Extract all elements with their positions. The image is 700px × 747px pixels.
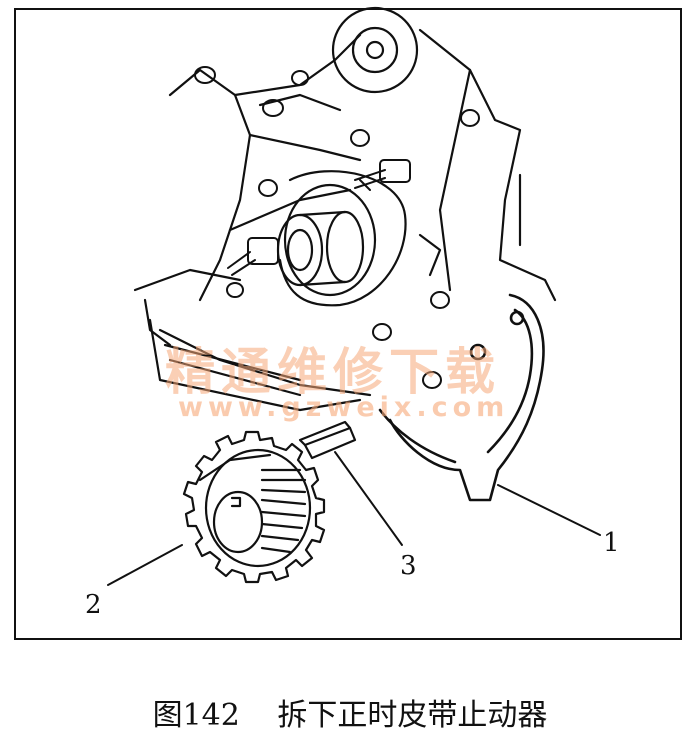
woodruff-key (298, 420, 357, 460)
oil-seal-housing (278, 170, 407, 307)
callout-1: 1 (603, 528, 620, 558)
timing-belt-stopper (378, 293, 545, 502)
figure-number: 图142 (152, 698, 240, 733)
callout-2: 2 (85, 590, 102, 620)
figure-frame (14, 8, 682, 640)
bolt-studs (227, 159, 411, 276)
block-bolt-holes (194, 66, 480, 389)
crankshaft-end (276, 210, 365, 287)
callout-3: 3 (400, 551, 417, 581)
watermark-text: 精通维修下载 (165, 343, 501, 401)
callout-leaders (107, 451, 601, 586)
upper-pulley (331, 6, 419, 94)
watermark-url: www.gzweix.com (178, 392, 510, 423)
figure-title: 拆下正时皮带止动器 (277, 698, 548, 733)
crankshaft-sprocket (182, 430, 326, 584)
engine-block-outline (133, 28, 557, 397)
figure-caption: 图142 拆下正时皮带止动器 (0, 690, 700, 734)
oil-pan (148, 318, 362, 412)
